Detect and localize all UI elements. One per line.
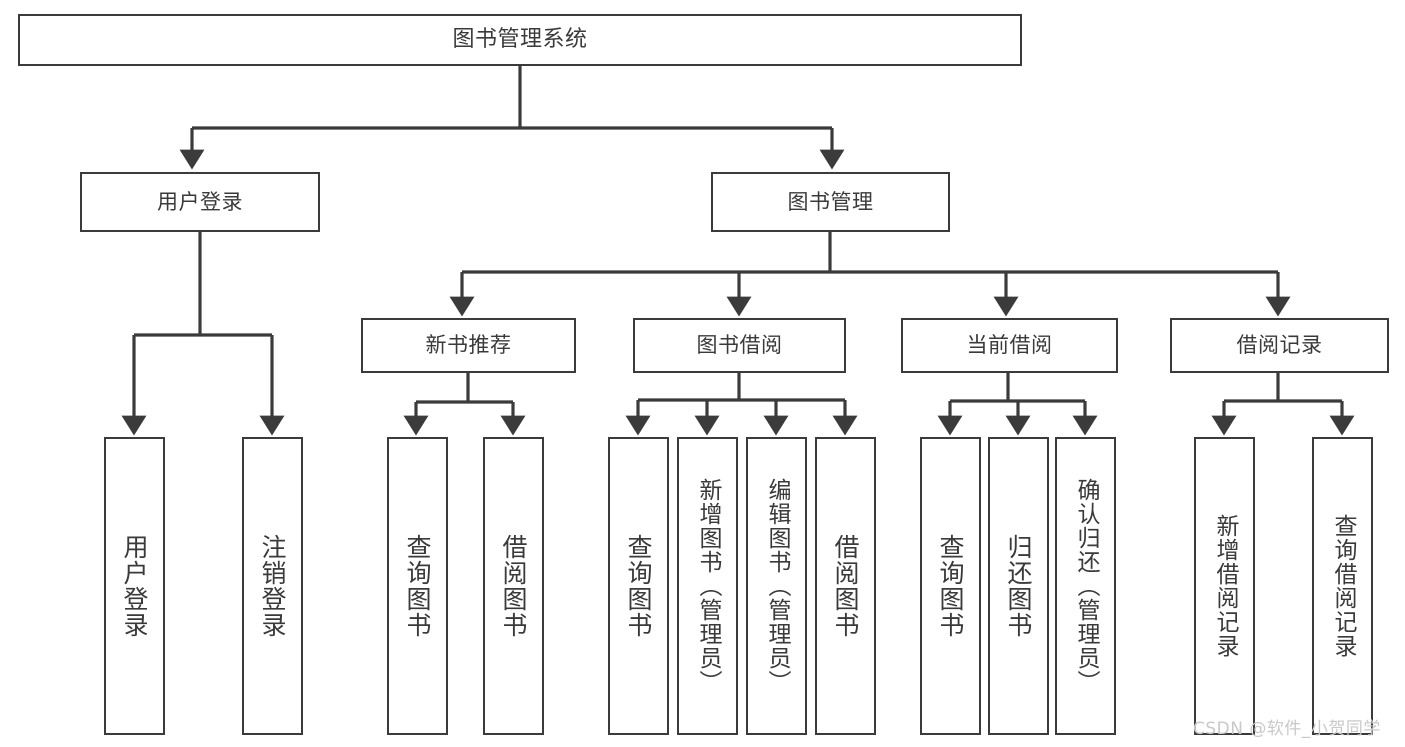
leaf-current-borrow-return-book[interactable]: 归还图书	[988, 437, 1049, 735]
leaf-new-book-query-book[interactable]: 查询图书	[387, 437, 448, 735]
node-current-borrow[interactable]: 当前借阅	[901, 318, 1118, 373]
node-new-book-recommend[interactable]: 新书推荐	[361, 318, 576, 373]
node-book-management-label: 图书管理	[787, 189, 874, 214]
leaf-borrow-record-add-record[interactable]: 新增借阅记录	[1194, 437, 1255, 735]
csdn-watermark: CSDN @软件_小贺同学	[1193, 719, 1381, 739]
leaf-label: 借阅图书	[499, 534, 528, 638]
leaf-label: 确认归还（管理员）	[1073, 478, 1099, 694]
node-borrow-record-label: 借阅记录	[1236, 333, 1323, 358]
leaf-label: 查询图书	[936, 534, 965, 638]
leaf-label: 借阅图书	[831, 534, 860, 638]
node-root-label: 图书管理系统	[452, 27, 588, 53]
node-book-borrow[interactable]: 图书借阅	[633, 318, 846, 373]
leaf-current-borrow-query-book[interactable]: 查询图书	[920, 437, 981, 735]
node-user-login-label: 用户登录	[157, 189, 243, 214]
leaf-book-borrow-borrow-book[interactable]: 借阅图书	[815, 437, 876, 735]
leaf-label: 查询图书	[624, 534, 653, 638]
leaf-label: 归还图书	[1004, 534, 1033, 638]
leaf-label: 编辑图书（管理员）	[764, 478, 790, 694]
node-new-book-recommend-label: 新书推荐	[425, 333, 512, 358]
leaf-book-borrow-edit-book-admin[interactable]: 编辑图书（管理员）	[746, 437, 807, 735]
leaf-new-book-borrow-book[interactable]: 借阅图书	[483, 437, 544, 735]
leaf-label: 新增图书（管理员）	[695, 478, 721, 694]
leaf-label: 用户登录	[120, 534, 149, 638]
node-root-book-management-system[interactable]: 图书管理系统	[18, 14, 1022, 66]
leaf-label: 新增借阅记录	[1212, 514, 1238, 658]
leaf-borrow-record-query-record[interactable]: 查询借阅记录	[1312, 437, 1373, 735]
leaf-label: 注销登录	[258, 534, 287, 638]
leaf-label: 查询借阅记录	[1330, 514, 1356, 658]
node-user-login[interactable]: 用户登录	[80, 172, 320, 232]
node-current-borrow-label: 当前借阅	[966, 333, 1053, 358]
leaf-user-login-login[interactable]: 用户登录	[104, 437, 165, 735]
leaf-book-borrow-query-book[interactable]: 查询图书	[608, 437, 669, 735]
leaf-label: 查询图书	[403, 534, 432, 638]
leaf-user-login-logout[interactable]: 注销登录	[242, 437, 303, 735]
leaf-current-borrow-confirm-return-admin[interactable]: 确认归还（管理员）	[1055, 437, 1116, 735]
node-book-management[interactable]: 图书管理	[711, 172, 950, 232]
node-borrow-record[interactable]: 借阅记录	[1170, 318, 1389, 373]
node-book-borrow-label: 图书借阅	[696, 333, 783, 358]
leaf-book-borrow-add-book-admin[interactable]: 新增图书（管理员）	[677, 437, 738, 735]
